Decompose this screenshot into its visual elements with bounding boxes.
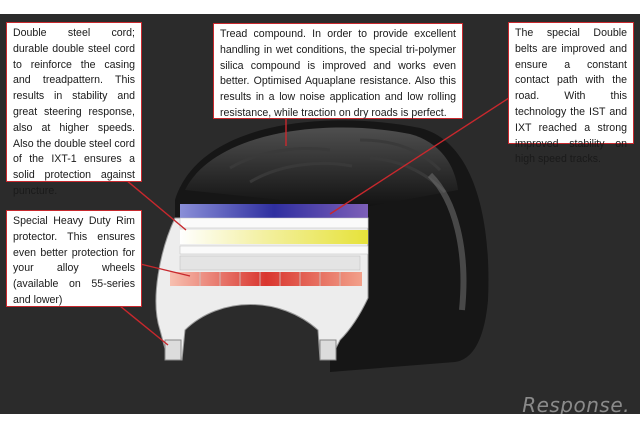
callout-double-belts-text: The special Double belts are improved an…	[515, 27, 627, 166]
callout-rim-protector-text: Special Heavy Duty Rim protector. This e…	[13, 215, 135, 306]
callout-double-steel-cord-text: Double steel cord; durable double steel …	[13, 27, 135, 197]
layer-red	[170, 272, 362, 286]
layer-blue	[180, 204, 368, 218]
callout-double-belts: The special Double belts are improved an…	[508, 22, 634, 165]
bead-left	[164, 339, 182, 361]
layer-yellow	[180, 230, 368, 244]
callout-double-steel-cord: Double steel cord; durable double steel …	[6, 22, 142, 197]
sidewall-highlight	[427, 172, 467, 311]
layer-white-2	[179, 245, 369, 255]
tire-tread-top	[185, 127, 458, 208]
layer-grey	[179, 255, 361, 271]
ply-lines	[199, 272, 341, 286]
callout-tread-compound-text: Tread compound. In order to provide exce…	[220, 28, 456, 119]
response-watermark: Response.	[522, 393, 630, 417]
callout-tread-compound: Tread compound. In order to provide exce…	[213, 23, 463, 119]
callout-rim-protector: Special Heavy Duty Rim protector. This e…	[6, 210, 142, 307]
bead-right	[319, 339, 337, 361]
layer-white	[179, 217, 369, 229]
